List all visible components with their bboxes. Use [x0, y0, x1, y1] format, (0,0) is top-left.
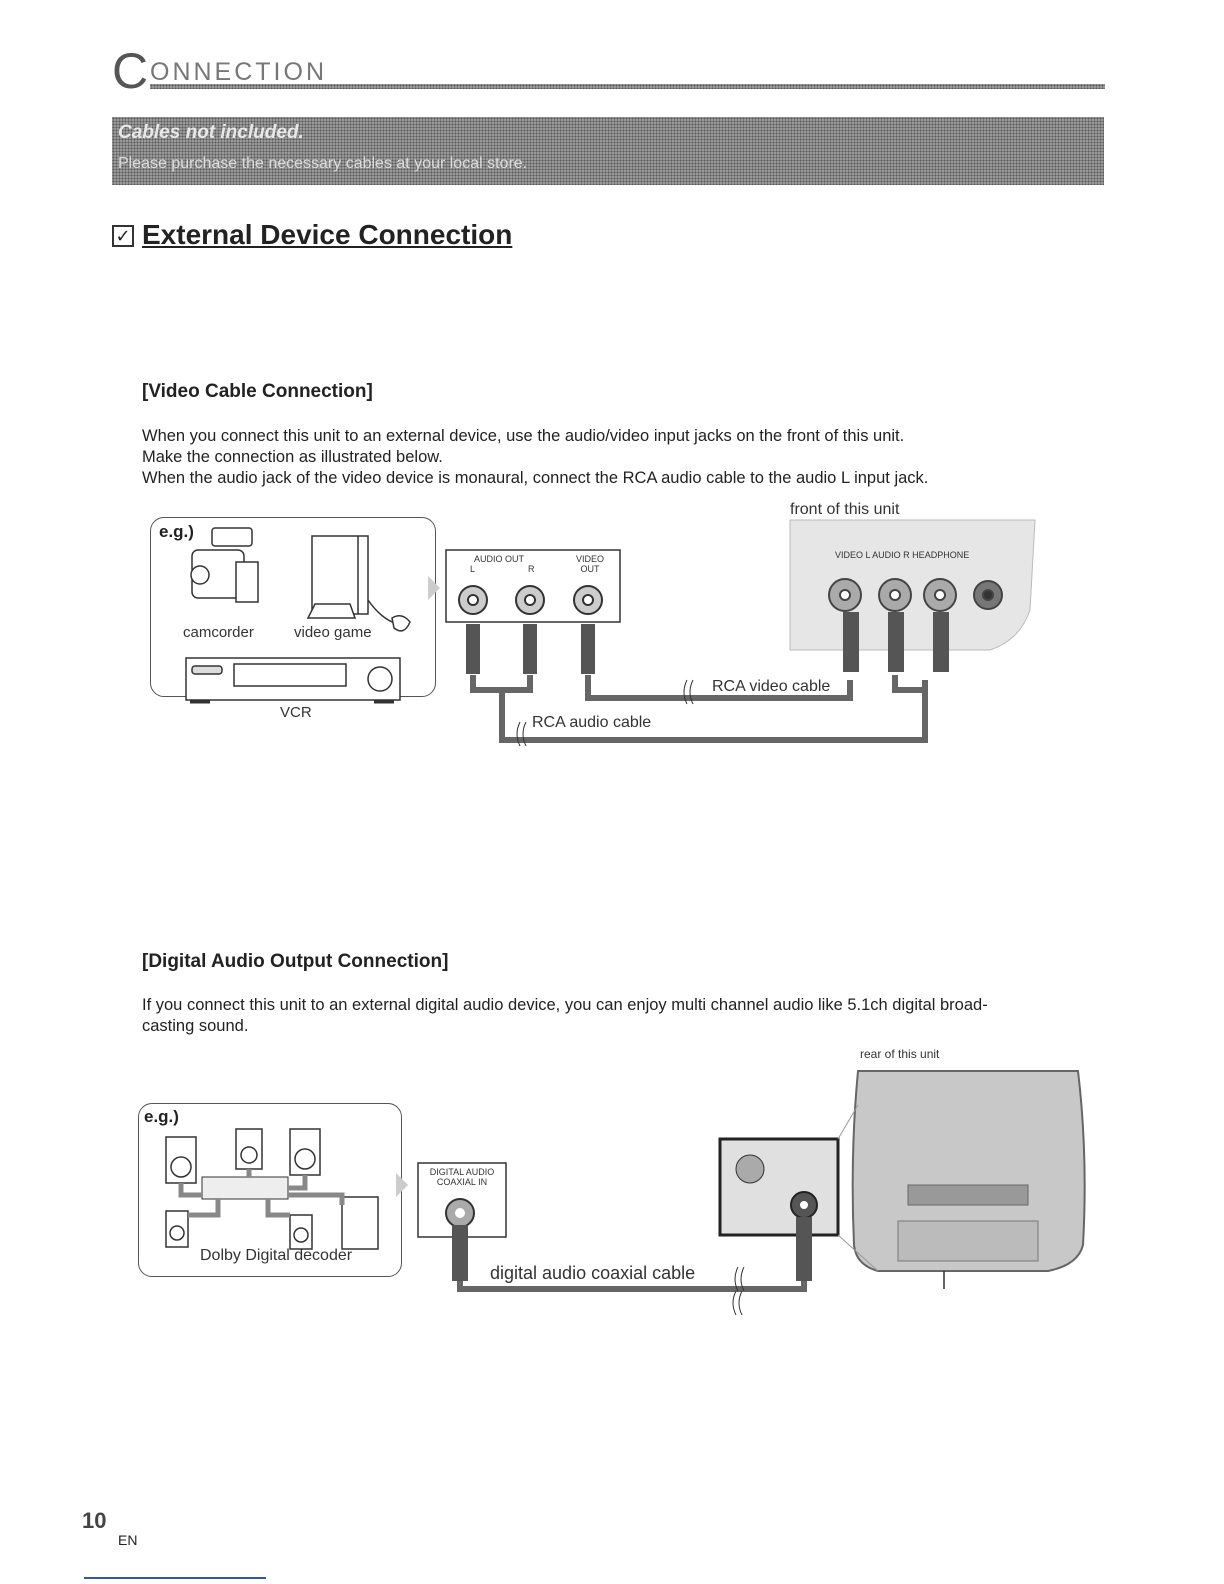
arrow-icon — [428, 576, 440, 600]
decoder-icon — [201, 1176, 289, 1200]
rear-coax-plug-icon — [796, 1217, 812, 1281]
digital-connection-diagram: e.g.) — [138, 1045, 1088, 1320]
cables-banner — [112, 117, 1104, 185]
coax-plug-icon — [452, 1225, 468, 1281]
header-title-rest: ONNECTION — [150, 58, 327, 86]
video-game-label: video game — [294, 624, 372, 641]
digital-paragraph-line: If you connect this unit to an external … — [142, 996, 988, 1014]
header-title-initial: C — [112, 43, 150, 99]
cable-break-mark — [516, 721, 527, 747]
audio-out-label: AUDIO OUT — [474, 554, 525, 564]
front-of-unit-label: front of this unit — [790, 501, 900, 518]
page-number: 10 — [82, 1508, 107, 1533]
speaker-wires — [178, 1169, 345, 1218]
cable-break-mark — [683, 679, 694, 705]
front-plug-icon — [843, 612, 949, 672]
audio-r-label: R — [528, 564, 535, 574]
decoder-label: Dolby Digital decoder — [200, 1247, 353, 1264]
digital-diagram-art — [165, 1070, 1086, 1316]
coax-cable-line — [457, 1281, 807, 1292]
page-language: EN — [118, 1532, 138, 1548]
vcr-label: VCR — [280, 704, 312, 721]
banner-line-2: Please purchase the necessary cables at … — [118, 155, 528, 172]
checkbox-icon: ✓ — [112, 225, 134, 247]
rca-plug-icon — [466, 624, 595, 674]
digital-in-label-1: DIGITAL AUDIO — [429, 1167, 495, 1177]
eg-label: e.g.) — [144, 1107, 179, 1126]
video-out-label: VIDEO OUT — [575, 554, 604, 574]
cable-break-mark — [732, 1290, 743, 1316]
video-connection-paragraph: When you connect this unit to an externa… — [142, 426, 1092, 489]
camcorder-label: camcorder — [183, 624, 254, 641]
rca-video-cable-label: RCA video cable — [712, 678, 831, 695]
speaker-icon — [165, 1128, 379, 1250]
eg-label: e.g.) — [159, 522, 194, 541]
rear-panel-closeup — [718, 1137, 840, 1237]
audio-l-label: L — [470, 564, 476, 574]
vcr-icon — [185, 657, 401, 704]
digital-connection-heading: [Digital Audio Output Connection] — [142, 951, 449, 972]
video-connection-diagram: e.g.) — [150, 500, 1080, 770]
rear-of-unit-label: rear of this unit — [860, 1047, 940, 1061]
coax-cable-label: digital audio coaxial cable — [490, 1263, 696, 1283]
video-paragraph-line: Make the connection as illustrated below… — [142, 448, 443, 466]
cable-lines — [470, 675, 928, 743]
video-diagram-art — [185, 519, 1036, 747]
digital-connection-paragraph: If you connect this unit to an external … — [142, 995, 1102, 1037]
cable-break-mark — [734, 1266, 745, 1292]
banner-line-1: Cables not included. — [118, 122, 304, 143]
front-jack-labels: VIDEO L AUDIO R HEADPHONE — [835, 550, 970, 560]
arrow-icon — [396, 1173, 408, 1197]
header-rule — [150, 84, 1105, 89]
video-paragraph-line: When you connect this unit to an externa… — [142, 427, 905, 445]
footer-rule — [84, 1577, 266, 1579]
video-paragraph-line: When the audio jack of the video device … — [142, 469, 929, 487]
rca-audio-cable-label: RCA audio cable — [532, 714, 652, 731]
digital-paragraph-line: casting sound. — [142, 1017, 249, 1035]
video-game-icon — [306, 535, 411, 632]
section-title: External Device Connection — [142, 219, 513, 250]
front-jack-icon — [828, 578, 1003, 612]
video-connection-heading: [Video Cable Connection] — [142, 381, 373, 402]
rca-jack-icon — [458, 585, 603, 615]
digital-in-label-2: COAXIAL IN — [436, 1177, 488, 1187]
camcorder-icon — [190, 527, 259, 603]
